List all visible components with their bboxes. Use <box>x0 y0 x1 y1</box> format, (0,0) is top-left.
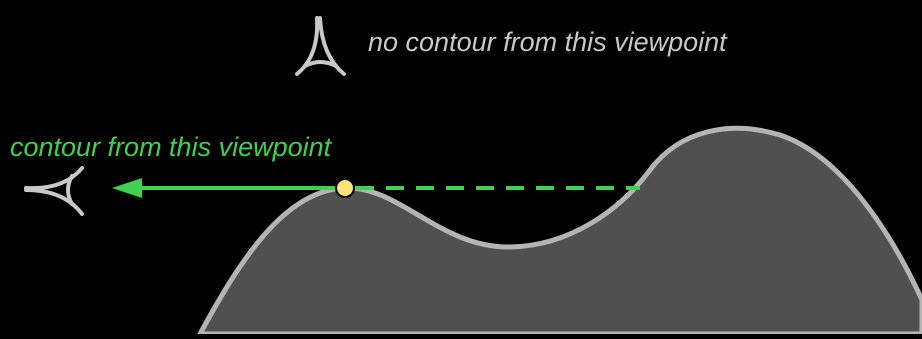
surface-shape <box>197 125 922 337</box>
contour-point <box>335 178 355 198</box>
contour-label: contour from this viewpoint <box>10 132 333 162</box>
arrowhead-shape <box>112 178 142 198</box>
top-viewer-eye-icon <box>295 16 346 76</box>
no-contour-label: no contour from this viewpoint <box>368 27 728 57</box>
side-viewer-eye-icon <box>24 166 84 216</box>
